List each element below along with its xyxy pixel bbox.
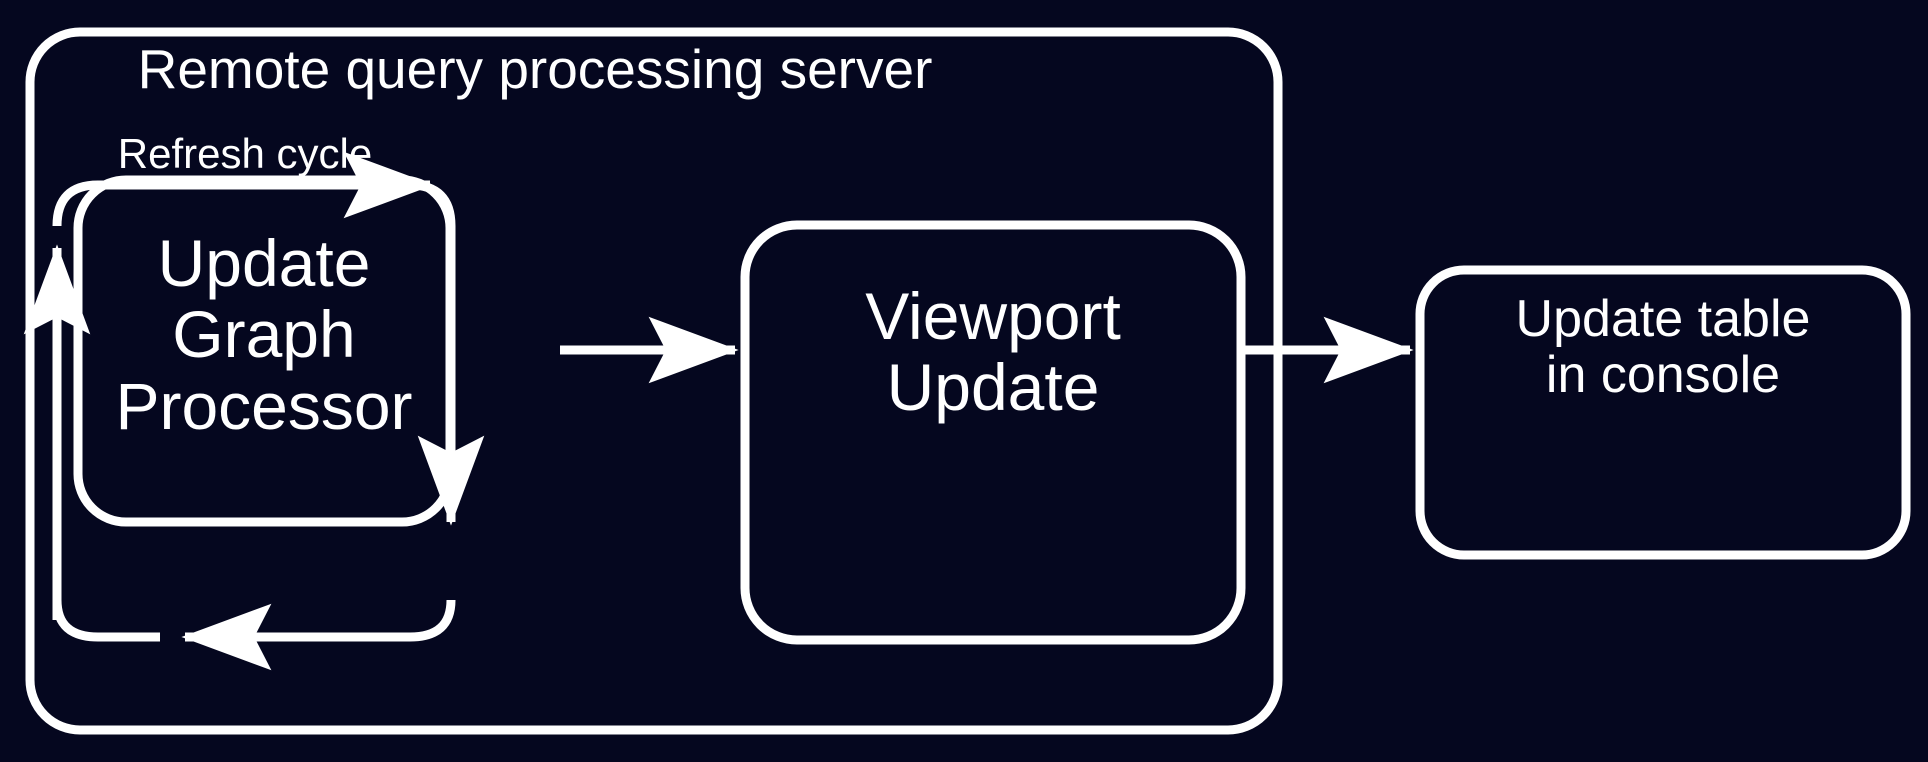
update-table-in-console-box[interactable] (1415, 265, 1911, 560)
viewport-update-box[interactable] (740, 220, 1246, 645)
refresh-cycle-bottom-segment (181, 599, 456, 671)
server-container-box (25, 27, 1283, 735)
refresh-cycle-top-segment (52, 151, 434, 227)
update-graph-processor-box[interactable] (73, 175, 455, 527)
refresh-cycle-right-segment (409, 180, 485, 526)
refresh-cycle-bottom-left-corner (52, 599, 160, 642)
